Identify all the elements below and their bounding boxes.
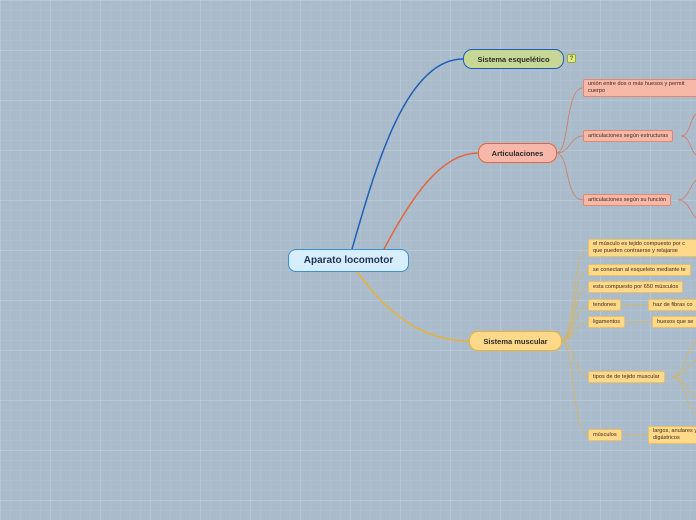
subtopic-union-huesos[interactable]: unión entre dos o más huesos y permit cu…	[583, 79, 696, 97]
subtopic-musculo-tejido[interactable]: el músculo es tejido compuesto por c que…	[588, 239, 696, 257]
subtopic-650-musculos[interactable]: esta compuesto por 650 músculos	[588, 281, 684, 293]
topic-sistema-muscular[interactable]: Sistema muscular	[469, 331, 562, 351]
note-icon[interactable]: ?	[567, 54, 576, 63]
subtopic-musculos[interactable]: músculos	[588, 429, 622, 441]
subtopic-segun-funcion[interactable]: articulaciones según su función	[583, 194, 672, 206]
subtopic-conectan-esqueleto[interactable]: se conectan al esqueleto mediante te	[588, 264, 691, 276]
topic-sistema-esqueletico[interactable]: Sistema esquelético	[463, 49, 564, 69]
central-topic[interactable]: Aparato locomotor	[288, 249, 409, 272]
subtopic-segun-estructuras[interactable]: articulaciones según estructuras	[583, 130, 674, 142]
subtopic-tendones-detail[interactable]: haz de fibras co	[648, 299, 696, 311]
subtopic-tendones[interactable]: tendones	[588, 299, 622, 311]
subtopic-tipos-tejido[interactable]: tipos de de tejido muscular	[588, 371, 665, 383]
link-esqueletico	[351, 58, 464, 250]
subtopic-ligamentos[interactable]: ligamentos	[588, 316, 626, 328]
link-muscular	[356, 271, 470, 342]
link-articulaciones	[383, 152, 479, 250]
subtopic-ligamentos-detail[interactable]: huesos que se	[652, 316, 696, 328]
subtopic-musculos-detail[interactable]: largos, anulares y digástricos	[648, 426, 696, 444]
topic-articulaciones[interactable]: Articulaciones	[478, 143, 557, 163]
